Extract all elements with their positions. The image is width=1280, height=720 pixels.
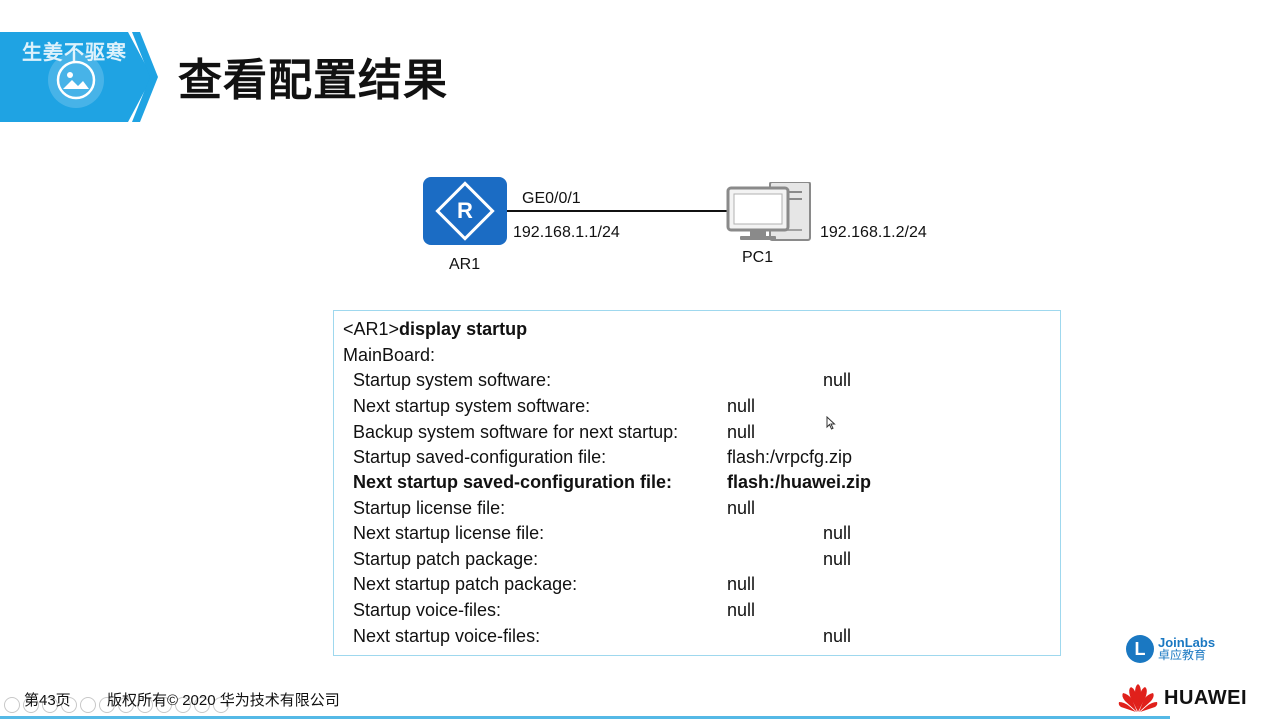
joinlabs-circle: L <box>1126 635 1154 663</box>
progress-bar <box>0 716 1170 719</box>
row-label: Next startup license file: <box>353 523 545 543</box>
joinlabs-logo-icon: L JoinLabs 卓应教育 <box>1126 635 1215 663</box>
control-dot[interactable] <box>194 697 210 713</box>
control-dot[interactable] <box>213 697 229 713</box>
title-banner <box>0 32 152 122</box>
control-dot[interactable] <box>61 697 77 713</box>
row-label: Next startup patch package: <box>353 574 578 594</box>
pc-name-label: PC1 <box>742 249 774 266</box>
prompt: <AR1> <box>343 319 400 339</box>
row-value: null <box>727 422 756 442</box>
pc-icon <box>726 181 812 247</box>
row-value: null <box>823 549 852 569</box>
router-name-label: AR1 <box>449 256 481 273</box>
control-dot[interactable] <box>4 697 20 713</box>
row-label: Backup system software for next startup: <box>353 422 679 442</box>
row-value: null <box>823 370 852 390</box>
row-label: Startup patch package: <box>353 549 539 569</box>
watermark: 生姜不驱寒 <box>22 42 127 64</box>
huawei-logo-icon <box>1118 684 1158 712</box>
control-dot[interactable] <box>42 697 58 713</box>
joinlabs-cn: 卓应教育 <box>1158 648 1207 662</box>
row-label: Startup voice-files: <box>353 600 502 620</box>
row-value: null <box>823 626 852 646</box>
control-dot[interactable] <box>23 697 39 713</box>
copyright: 版权所有© 2020 华为技术有限公司 <box>107 692 340 709</box>
interface-label: GE0/0/1 <box>522 190 581 207</box>
row-value: null <box>727 600 756 620</box>
row-label: Next startup voice-files: <box>353 626 541 646</box>
row-value: null <box>727 396 756 416</box>
section-label: MainBoard: <box>343 345 436 365</box>
router-icon: R <box>423 177 507 245</box>
row-value: null <box>727 574 756 594</box>
network-link <box>507 210 729 212</box>
player-controls[interactable] <box>4 697 229 713</box>
terminal-output: <AR1>display startup MainBoard: Startup … <box>333 310 1061 656</box>
router-letter: R <box>457 197 473 223</box>
control-dot[interactable] <box>137 697 153 713</box>
row-label: Next startup system software: <box>353 396 591 416</box>
row-value: null <box>823 523 852 543</box>
command-line: <AR1>display startup <box>343 319 527 340</box>
row-value: flash:/vrpcfg.zip <box>727 447 853 467</box>
row-value-highlight: flash:/huawei.zip <box>727 472 872 492</box>
row-label: Startup saved-configuration file: <box>353 447 607 467</box>
control-dot[interactable] <box>156 697 172 713</box>
row-value: null <box>727 498 756 518</box>
control-dot[interactable] <box>80 697 96 713</box>
pc-ip-label: 192.168.1.2/24 <box>820 224 927 241</box>
control-dot[interactable] <box>175 697 191 713</box>
row-label: Startup license file: <box>353 498 506 518</box>
control-dot[interactable] <box>118 697 134 713</box>
image-icon <box>48 52 104 108</box>
row-label-highlight: Next startup saved-configuration file: <box>353 472 673 492</box>
command-text: display startup <box>399 319 528 339</box>
page-title: 查看配置结果 <box>178 55 448 106</box>
router-ip-label: 192.168.1.1/24 <box>513 224 620 241</box>
row-label: Startup system software: <box>353 370 552 390</box>
joinlabs-en: JoinLabs <box>1158 635 1216 650</box>
huawei-logo: HUAWEI <box>1118 683 1247 713</box>
page-number: 第43页 <box>24 692 71 709</box>
control-dot[interactable] <box>99 697 115 713</box>
cursor-icon <box>826 415 836 435</box>
huawei-text: HUAWEI <box>1164 686 1247 709</box>
